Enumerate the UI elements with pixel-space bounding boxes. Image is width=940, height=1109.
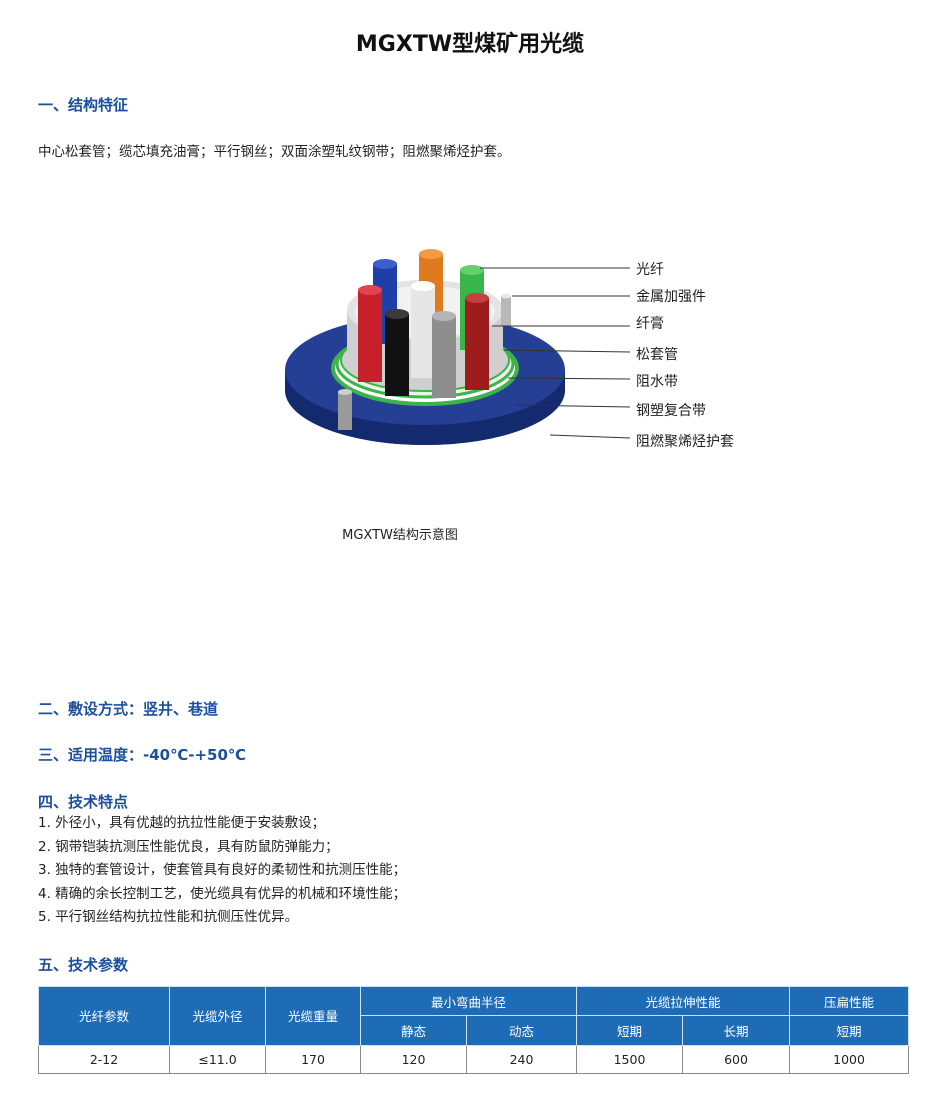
label-fiber: 光纤 — [636, 262, 664, 278]
label-fiber-gel: 纤膏 — [636, 316, 664, 332]
header-tensile-long: 长期 — [682, 1015, 791, 1046]
cell-fiber-count: 2-12 — [38, 1044, 170, 1075]
fiber-gray — [432, 311, 456, 398]
steel-wire-right — [501, 293, 511, 326]
section-heading-laying: 二、敷设方式：竖井、巷道 — [38, 700, 219, 718]
label-flame-retardant-sheath: 阻燃聚烯烃护套 — [636, 434, 734, 450]
feature-item: 2. 钢带铠装抗测压性能优良，具有防鼠防弹能力； — [38, 838, 339, 855]
header-bend-dynamic: 动态 — [465, 1015, 578, 1046]
label-steel-plastic-tape: 钢塑复合带 — [636, 403, 706, 419]
header-cable-diameter: 光缆外径 — [169, 986, 266, 1046]
cell-tensile-short: 1500 — [576, 1044, 684, 1075]
feature-item: 5. 平行钢丝结构抗拉性能和抗侧压性优异。 — [38, 909, 299, 925]
cable-diagram — [285, 249, 631, 445]
header-tensile-performance: 光缆拉伸性能 — [576, 985, 791, 1017]
label-water-blocking-tape: 阻水带 — [636, 374, 678, 390]
table-row: 2-12 ≤11.0 170 120 240 1500 600 1000 — [38, 1044, 910, 1075]
label-loose-tube: 松套管 — [636, 347, 678, 363]
section-heading-params: 五、技术参数 — [38, 956, 129, 974]
header-cable-weight: 光缆重量 — [265, 986, 361, 1046]
section-heading-structure: 一、结构特征 — [38, 96, 129, 114]
header-crush-performance: 压扁性能 — [789, 985, 910, 1017]
feature-item: 1. 外径小，具有优越的抗拉性能便于安装敷设； — [38, 815, 326, 831]
cell-weight: 170 — [265, 1044, 361, 1075]
params-table: 光纤参数 光缆外径 光缆重量 最小弯曲半径 光缆拉伸性能 压扁性能 静态 动态 … — [38, 985, 910, 1075]
feature-item: 4. 精确的余长控制工艺，使光缆具有优异的机械和环境性能； — [38, 885, 407, 902]
fiber-black — [385, 309, 409, 396]
header-crush-short: 短期 — [789, 1015, 910, 1046]
section-heading-features: 四、技术特点 — [38, 793, 129, 811]
header-min-bend-radius: 最小弯曲半径 — [359, 985, 578, 1017]
cell-bend-static: 120 — [360, 1044, 467, 1075]
structure-description: 中心松套管；缆芯填充油膏；平行钢丝；双面涂塑轧纹钢带；阻燃聚烯烃护套。 — [38, 144, 511, 160]
section-heading-temperature: 三、适用温度：-40℃-+50℃ — [38, 746, 247, 764]
cell-crush-short: 1000 — [789, 1044, 910, 1075]
features-list: 1. 外径小，具有优越的抗拉性能便于安装敷设； 2. 钢带铠装抗测压性能优良，具… — [38, 812, 406, 930]
header-fiber-params: 光纤参数 — [38, 986, 170, 1046]
diagram-caption: MGXTW结构示意图 — [342, 528, 458, 543]
header-tensile-short: 短期 — [576, 1015, 684, 1046]
steel-wire-left — [338, 389, 352, 430]
leader-lines — [480, 267, 631, 439]
cell-diameter: ≤11.0 — [169, 1044, 266, 1075]
fiber-white — [411, 281, 435, 378]
label-metal-strength-member: 金属加强件 — [636, 289, 706, 305]
header-bend-static: 静态 — [360, 1015, 467, 1046]
cell-bend-dynamic: 240 — [465, 1044, 578, 1075]
cell-tensile-long: 600 — [682, 1044, 791, 1075]
fiber-red-right — [465, 293, 489, 390]
page-title: MGXTW型煤矿用光缆 — [355, 32, 585, 57]
fiber-red-left — [358, 285, 382, 382]
feature-item: 3. 独特的套管设计，使套管具有良好的柔韧性和抗测压性能； — [38, 862, 407, 878]
